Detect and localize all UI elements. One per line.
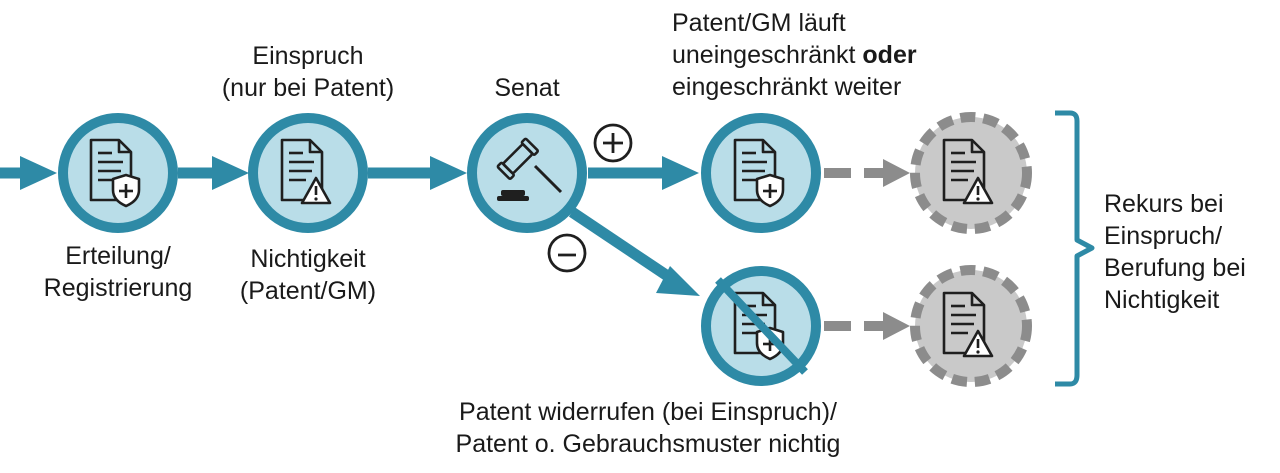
- nichtigkeit-label: Nichtigkeit (Patent/GM): [240, 243, 376, 307]
- gray-connectors: [824, 159, 910, 340]
- laeuft-weiter-line2-text: uneingeschränkt: [672, 41, 862, 69]
- einspruch-top-label-line1: Einspruch: [222, 40, 394, 72]
- widerrufen-label: Patent widerrufen (bei Einspruch)/ Paten…: [456, 396, 841, 460]
- laeuft-weiter-line2: uneingeschränkt oder: [672, 39, 917, 71]
- erteilung-label-line2: Registrierung: [44, 272, 193, 304]
- node-widerrufen: [706, 271, 816, 381]
- laeuft-weiter-line3: eingeschränkt weiter: [672, 71, 917, 103]
- plus-circle-icon: [595, 125, 631, 161]
- rekurs-label-line4: Nichtigkeit: [1104, 284, 1246, 316]
- node-rekurs-lower: [915, 270, 1027, 382]
- arrow-line-minus: [572, 212, 678, 283]
- node-erteilung: [63, 118, 173, 228]
- arrowhead-plus: [662, 156, 699, 190]
- laeuft-weiter-line1: Patent/GM läuft: [672, 7, 917, 39]
- minus-circle-icon: [549, 235, 585, 271]
- gray-arrowhead-upper: [883, 159, 910, 187]
- laeuft-weiter-label: Patent/GM läuft uneingeschränkt oder ein…: [672, 7, 917, 103]
- senat-label: Senat: [494, 72, 559, 104]
- arrowhead-2: [430, 156, 467, 190]
- nichtigkeit-label-line1: Nichtigkeit: [240, 243, 376, 275]
- nichtigkeit-label-line2: (Patent/GM): [240, 275, 376, 307]
- laeuft-weiter-line2-bold: oder: [862, 41, 916, 69]
- einspruch-top-label-line2: (nur bei Patent): [222, 72, 394, 104]
- node-laeuft-weiter: [706, 118, 816, 228]
- erteilung-label: Erteilung/ Registrierung: [44, 240, 193, 304]
- erteilung-label-line1: Erteilung/: [44, 240, 193, 272]
- node-einspruch: [253, 118, 363, 228]
- rekurs-bracket: [1055, 113, 1092, 384]
- arrowhead-entry: [20, 156, 57, 190]
- rekurs-label: Rekurs bei Einspruch/ Berufung bei Nicht…: [1104, 188, 1246, 316]
- senat-label-text: Senat: [494, 74, 559, 102]
- rekurs-label-line1: Rekurs bei: [1104, 188, 1246, 220]
- arrowhead-1: [212, 156, 249, 190]
- einspruch-top-label: Einspruch (nur bei Patent): [222, 40, 394, 104]
- node-senat: [472, 118, 582, 228]
- widerrufen-label-line1: Patent widerrufen (bei Einspruch)/: [456, 396, 841, 428]
- node-rekurs-upper: [915, 117, 1027, 229]
- widerrufen-label-line2: Patent o. Gebrauchsmuster nichtig: [456, 428, 841, 460]
- rekurs-label-line3: Berufung bei: [1104, 252, 1246, 284]
- gray-arrowhead-lower: [883, 312, 910, 340]
- rekurs-label-line2: Einspruch/: [1104, 220, 1246, 252]
